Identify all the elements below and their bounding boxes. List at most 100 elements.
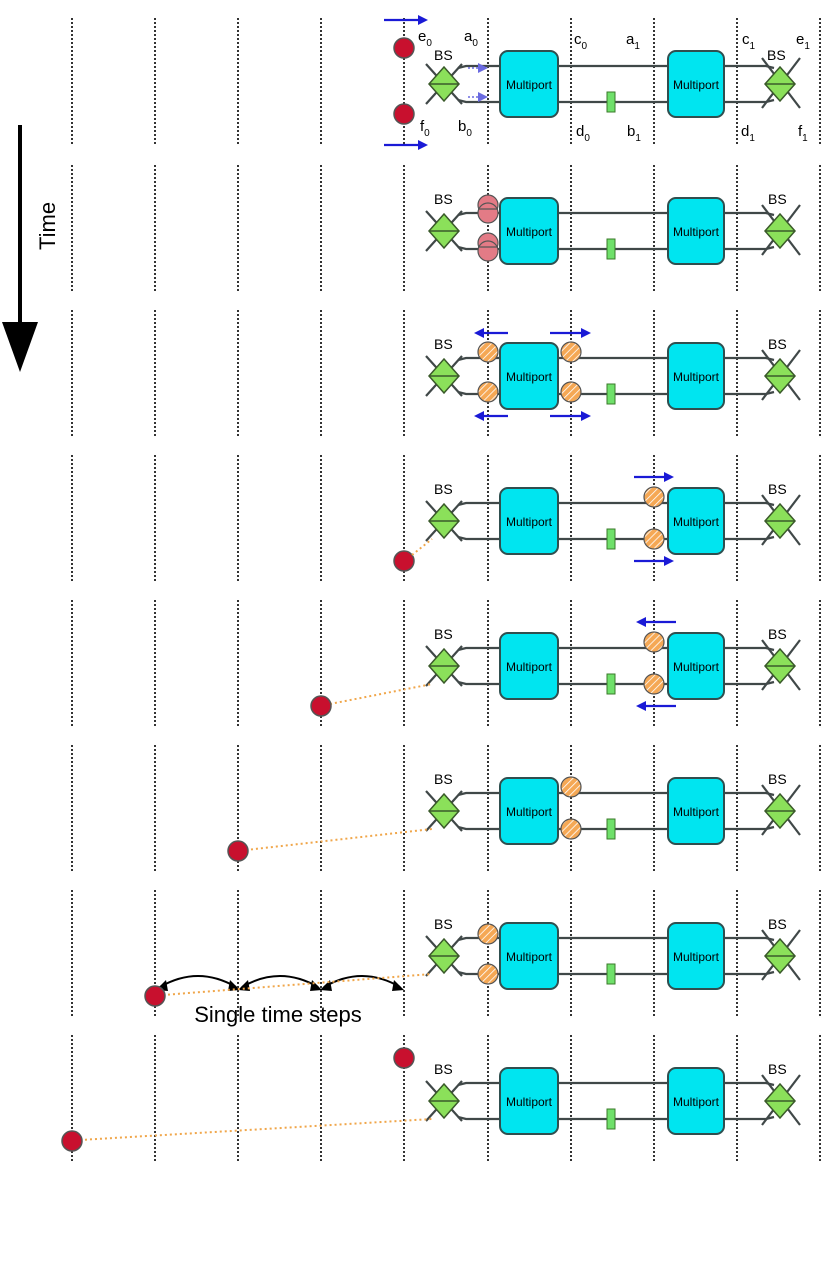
beam-splitter-icon <box>427 65 461 103</box>
multiport-label: Multiport <box>673 515 720 529</box>
multiport-icon: Multiport <box>499 632 559 700</box>
beam-splitter-icon <box>763 792 797 830</box>
phase-shifter-icon <box>606 1108 616 1130</box>
wire <box>724 646 775 652</box>
bs-label: BS <box>434 1061 453 1077</box>
beam-splitter-icon <box>427 937 461 975</box>
multiport-label: Multiport <box>506 370 553 384</box>
wire <box>724 936 775 942</box>
wire <box>457 1081 500 1087</box>
direction-arrow-icon <box>468 63 488 73</box>
wire <box>457 680 500 686</box>
beam-splitter-icon <box>763 65 797 103</box>
multiport-icon: Multiport <box>667 197 725 265</box>
time-arrow-icon <box>2 125 38 372</box>
direction-arrow-icon <box>474 411 508 421</box>
multiport-label: Multiport <box>506 950 553 964</box>
photon-icon <box>144 985 166 1007</box>
phase-shifter-icon <box>606 238 616 260</box>
multiport-icon: Multiport <box>499 922 559 990</box>
time-label: Time <box>35 202 60 250</box>
direction-arrow-icon <box>384 140 428 150</box>
multiport-icon: Multiport <box>499 197 559 265</box>
multiport-label: Multiport <box>506 78 553 92</box>
direction-arrow-icon <box>474 328 508 338</box>
beam-splitter-icon <box>427 1082 461 1120</box>
multiport-icon: Multiport <box>667 342 725 410</box>
multiport-label: Multiport <box>506 805 553 819</box>
excitation-icon <box>477 963 499 985</box>
step-arrow-icon <box>323 975 401 988</box>
photon-trail <box>411 538 433 556</box>
wire <box>724 64 775 70</box>
direction-arrow-icon <box>550 328 591 338</box>
bs-label: BS <box>768 336 787 352</box>
multiport-icon: Multiport <box>667 777 725 845</box>
port-label-e0: e0 <box>418 28 432 49</box>
multiport-icon: Multiport <box>667 922 725 990</box>
circuit: BS BS Multiport Multiport <box>425 771 801 845</box>
multiport-icon: Multiport <box>499 487 559 555</box>
excitation-icon <box>477 381 499 403</box>
photon-trail <box>79 1118 433 1141</box>
multiport-label: Multiport <box>673 78 720 92</box>
bs-label: BS <box>434 191 453 207</box>
phase-shifter-icon <box>606 673 616 695</box>
photon-trail <box>329 683 433 705</box>
excitation-icon <box>560 341 582 363</box>
beam-splitter-icon <box>427 502 461 540</box>
excitation-icon <box>560 381 582 403</box>
port-label-d0: d0 <box>576 123 590 144</box>
photon-icon <box>393 1047 415 1069</box>
absorbed-photon-icon <box>477 240 499 262</box>
wire <box>724 211 775 217</box>
excitation-icon <box>477 341 499 363</box>
multiport-icon: Multiport <box>499 342 559 410</box>
photon-trail <box>245 828 433 851</box>
wire <box>457 98 500 104</box>
port-label-a1: a1 <box>626 31 640 52</box>
excitation-icon <box>560 818 582 840</box>
phase-shifter-icon <box>606 383 616 405</box>
bs-label: BS <box>434 916 453 932</box>
multiport-label: Multiport <box>506 225 553 239</box>
port-label-d1: d1 <box>741 123 755 144</box>
bs-label: BS <box>767 47 786 63</box>
wire <box>457 1115 500 1121</box>
photon-icon <box>393 550 415 572</box>
multiport-icon: Multiport <box>499 50 559 118</box>
multiport-label: Multiport <box>673 805 720 819</box>
multiport-label: Multiport <box>506 1095 553 1109</box>
beam-splitter-icon <box>427 357 461 395</box>
beam-splitter-icon <box>763 212 797 250</box>
wire <box>457 535 500 541</box>
step-arrow-icon <box>241 975 319 988</box>
photon-icon <box>393 103 415 125</box>
direction-arrow-icon <box>468 92 488 102</box>
multiport-icon: Multiport <box>667 1067 725 1135</box>
multiport-label: Multiport <box>673 225 720 239</box>
wire <box>457 646 500 652</box>
bs-label: BS <box>434 626 453 642</box>
bs-label: BS <box>768 481 787 497</box>
port-label-e1: e1 <box>796 31 810 52</box>
multiport-label: Multiport <box>673 1095 720 1109</box>
beam-splitter-icon <box>427 792 461 830</box>
circuit: BS BS Multiport Multiport <box>425 916 801 990</box>
phase-shifter-icon <box>606 91 616 113</box>
bs-label: BS <box>434 771 453 787</box>
photon-icon <box>227 840 249 862</box>
multiport-icon: Multiport <box>667 487 725 555</box>
beam-splitter-icon <box>763 357 797 395</box>
multiport-icon: Multiport <box>667 50 725 118</box>
photon-icon <box>310 695 332 717</box>
excitation-icon <box>477 923 499 945</box>
bs-label: BS <box>768 771 787 787</box>
bs-label: BS <box>768 916 787 932</box>
direction-arrow-icon <box>636 701 676 711</box>
wire <box>457 501 500 507</box>
